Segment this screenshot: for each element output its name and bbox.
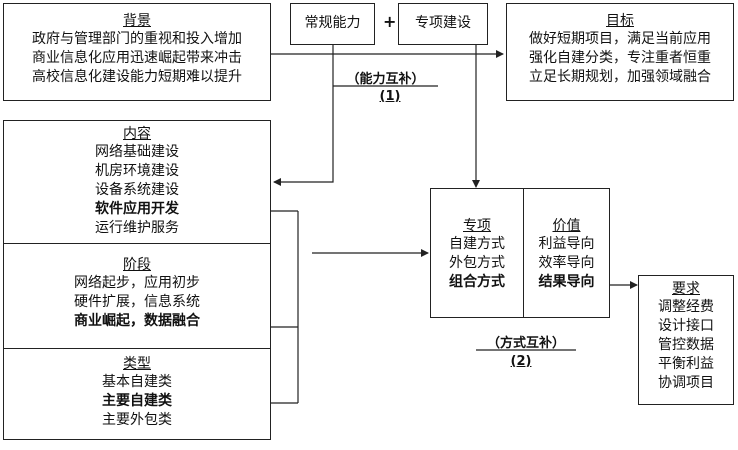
content-line: 机房环境建设 xyxy=(95,163,179,179)
goal-line: 强化自建分类，专注重者恒重 xyxy=(529,50,711,66)
label-1-number: (1) xyxy=(379,89,401,104)
value-line: 利益导向 xyxy=(538,236,595,252)
regular-capability-label: 常规能力 xyxy=(304,15,361,31)
special-mode-line: 外包方式 xyxy=(449,255,505,271)
column-divider xyxy=(523,189,524,317)
content-line: 运行维护服务 xyxy=(95,220,179,236)
content-title: 内容 xyxy=(123,126,151,142)
goal-box: 目标 做好短期项目，满足当前应用 强化自建分类，专注重者恒重 立足长期规划，加强… xyxy=(506,3,734,101)
value-column: 价值 利益导向 效率导向 结果导向 xyxy=(524,217,609,292)
type-line: 基本自建类 xyxy=(102,374,172,390)
special-mode-line-emphasized: 组合方式 xyxy=(449,274,505,290)
goal-line: 做好短期项目，满足当前应用 xyxy=(529,31,711,47)
label-2-number: (2) xyxy=(510,354,532,369)
requirement-line: 平衡利益 xyxy=(658,356,714,372)
regular-capability-box: 常规能力 xyxy=(290,3,375,45)
requirement-box: 要求 调整经费 设计接口 管控数据 平衡利益 协调项目 xyxy=(638,275,734,405)
value-title: 价值 xyxy=(552,218,581,234)
background-title: 背景 xyxy=(123,13,151,29)
type-box: 类型 基本自建类 主要自建类 主要外包类 xyxy=(3,348,271,440)
content-line: 设备系统建设 xyxy=(95,182,179,198)
type-line: 主要外包类 xyxy=(102,412,172,428)
type-title: 类型 xyxy=(123,356,151,372)
requirement-line: 调整经费 xyxy=(658,299,714,315)
requirement-line: 设计接口 xyxy=(658,318,714,334)
label-capability-complement: （能力互补） xyxy=(346,72,425,87)
goal-title: 目标 xyxy=(606,13,634,29)
arrow-capability-to-content xyxy=(273,45,334,186)
background-box: 背景 政府与管理部门的重视和投入增加 商业信息化应用迅速崛起带来冲击 高校信息化… xyxy=(3,3,271,101)
special-construction-label: 专项建设 xyxy=(415,15,471,31)
stage-box: 阶段 网络起步，应用初步 硬件扩展，信息系统 商业崛起，数据融合 xyxy=(3,243,271,349)
special-construction-box: 专项建设 xyxy=(398,3,488,45)
stage-line: 网络起步，应用初步 xyxy=(74,275,200,291)
background-line: 政府与管理部门的重视和投入增加 xyxy=(32,31,242,47)
type-line-emphasized: 主要自建类 xyxy=(102,393,172,409)
stage-line: 硬件扩展，信息系统 xyxy=(74,294,200,310)
content-box: 内容 网络基础建设 机房环境建设 设备系统建设 软件应用开发 运行维护服务 xyxy=(3,120,271,244)
requirement-title: 要求 xyxy=(672,281,700,297)
goal-line: 立足长期规划，加强领域融合 xyxy=(529,69,711,85)
plus-sign: + xyxy=(383,12,397,31)
background-line: 商业信息化应用迅速崛起带来冲击 xyxy=(32,50,242,66)
content-line: 网络基础建设 xyxy=(95,144,179,160)
content-line-emphasized: 软件应用开发 xyxy=(95,201,179,217)
value-line: 效率导向 xyxy=(538,255,595,271)
special-mode-line: 自建方式 xyxy=(449,236,505,252)
stage-line-emphasized: 商业崛起，数据融合 xyxy=(74,313,200,329)
stage-title: 阶段 xyxy=(123,257,151,273)
requirement-line: 协调项目 xyxy=(658,375,714,391)
background-line: 高校信息化建设能力短期难以提升 xyxy=(32,69,242,85)
label-mode-complement: （方式互补） xyxy=(486,336,565,351)
special-mode-title: 专项 xyxy=(463,218,491,234)
special-mode-column: 专项 自建方式 外包方式 组合方式 xyxy=(431,217,523,292)
value-line-emphasized: 结果导向 xyxy=(538,274,595,290)
requirement-line: 管控数据 xyxy=(658,337,714,353)
mode-value-box: 专项 自建方式 外包方式 组合方式 价值 利益导向 效率导向 结果导向 xyxy=(430,188,610,318)
